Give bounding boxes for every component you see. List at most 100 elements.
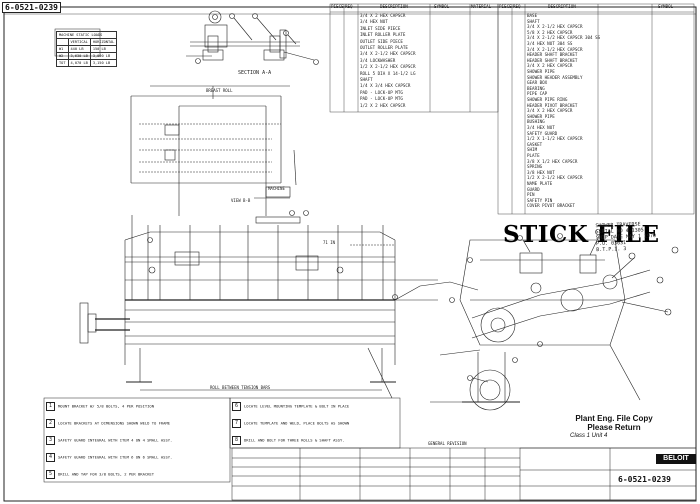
parts-row: SHOWER PIPE [527,113,555,119]
parts-row: SHIM [527,147,538,153]
parts-row: BUSHING [527,119,545,125]
loads-table-title: MACHINE STATIC LOADS [55,31,118,39]
loads-cell: 150 LB [89,45,118,53]
stick-file-stamp: STICK FILE [503,221,660,248]
parts-row: 3/4 X 2-1/2 HEX CAPSCR [527,24,583,30]
front-elevation [79,210,479,399]
parts-row: OUTLET ROLLER PLATE [360,45,408,50]
parts-row: HEADER SHAFT BRACKET [527,52,578,58]
dimension-label: MACHINE [268,186,285,191]
section-label: SECTION A-A [238,70,272,76]
parts-row: INLET ROLLER PLATE [360,32,406,38]
parts-header: MATERIAL [471,4,492,9]
parts-row: 1/2 X 2 HEX CAPSCR [360,102,406,108]
stamp-line: B.T.P.I. 3 [596,246,627,254]
parts-list-grid [329,3,695,215]
note-text: LOCATE TEMPLATE AND WELD, PLACE BOLTS AS… [244,420,350,426]
parts-row: COVER PIVOT BRACKET [527,203,575,209]
parts-row: 3/4 X 2-1/2 HEX CAPSCR 304 SS [527,35,601,41]
loads-cell: W2 [56,52,69,60]
parts-row: 3/4 X 2 HEX CAPSCR [360,13,406,18]
parts-row: GASKET [527,141,543,147]
parts-row: HEADER SHAFT BRACKET [527,57,578,63]
note-number: 7 [232,419,241,428]
note-number: 2 [46,419,55,428]
parts-row: OUTLET SIDE PIECE [360,38,403,44]
dimension-label: 71 IN [323,240,336,245]
loads-header [56,38,69,46]
parts-row: NAME PLATE [527,181,553,186]
drawing-number: 6-0521-0239 [2,2,61,13]
parts-row: SAFETY GUARD [527,130,558,136]
parts-row: 3/4 HEX NUT 304 SS [527,41,573,46]
dimension-label: ROLL BETWEEN TENSION BARS [210,385,271,390]
parts-row: 3/4 X 2 HEX CAPSCR [527,63,573,69]
parts-row: GUARD [527,186,540,192]
dimension-label: VIEW B-B [231,198,251,203]
loads-cell: TOT [56,59,69,67]
plant-stamp-line2: Please Return [587,423,641,432]
note-text: LOCATE BRACKETS AT DIMENSIONS SHOWN WELD… [58,420,171,426]
title-block [231,447,697,501]
parts-row: 3/4 HEX NUT [527,125,555,130]
parts-row: 3/4 HEX NUT [360,19,388,25]
parts-list-left: PIECE REQ DESCRIPTION SYMBOL MATERIAL 3/… [330,4,498,112]
note-text: LOCATE LEVEL MOUNTING TEMPLATE & BOLT IN… [244,403,350,409]
plan-view [130,85,301,224]
parts-row: SPRING [527,164,543,170]
parts-row: 3/8 HEX NUT [527,169,555,175]
loads-cell: 3,150 LB [89,59,118,67]
note-number: 6 [232,402,241,411]
parts-header: DESCRIPTION [380,4,408,9]
parts-row: ROLL 5 DIA X 14-1/2 LG [360,70,416,76]
parts-row: 1/2 X 1-1/2 HEX CAPSCR [527,136,583,142]
parts-row: 1/2 X 2-1/2 HEX CAPSCR [527,175,583,181]
parts-row: SHOWER PIPE RING [527,97,568,102]
parts-row: GEAR BOX [527,80,548,86]
parts-row: PLATE [527,153,540,158]
parts-row: PIPE CAP [527,91,548,97]
shipping-stamp: SHOWER TRAVERSE SERIAL NO 4-1305 SHIP DA… [595,221,660,263]
note-number: 3 [46,436,55,445]
loads-header: HORIZONTAL [89,38,118,46]
parts-row: 3/4 X 2 HEX CAPSCR [527,108,573,114]
parts-row: 3/4 X 2-1/2 HEX CAPSCR [527,46,583,52]
parts-row: PAD - LOCK-UP MTG [360,89,403,95]
parts-row: INLET SIDE PIECE [360,25,401,31]
plant-stamp-class: Class 1 Unit 4 [570,433,608,439]
parts-row: HEADER PIVOT BRACKET [527,102,578,108]
note-number: 8 [232,436,241,445]
parts-row: SAFETY PIN [527,197,553,203]
parts-row: 3/8 X 1/2 HEX CAPSCR [527,158,578,164]
note-text: MOUNT BRACKET W/ 5/8 BOLTS, 4 PER POSITI… [58,403,155,409]
parts-row: 1/4 X 3/4 HEX CAPSCR [360,83,411,89]
parts-row: SHOWER HEADER ASSEMBLY [527,74,583,80]
note-text: DRILL AND BOLT FOR THREE ROLLS & SHAFT A… [244,437,345,443]
parts-row: 5/8 X 2 HEX CAPSCR [527,29,573,35]
parts-row: PAD - LOCK-UP MTG [360,96,403,102]
note-number: 4 [46,453,55,462]
parts-header: REQ [513,4,521,9]
parts-header: REQ [345,4,353,9]
brand-logo: BELOIT [656,454,696,464]
note-number: 5 [46,470,55,479]
parts-row: SHAFT [360,77,373,82]
parts-header: DESCRIPTION [548,4,576,9]
parts-row: 1/2 X 2-1/2 HEX CAPSCR [360,64,416,70]
note-number: 1 [46,402,55,411]
parts-row: PIN [527,192,535,198]
plant-eng-stamp: Plant Eng. File Copy Please Return Class… [566,414,662,441]
loads-cell: 4,070 LB [67,59,91,67]
plant-stamp-line1: Plant Eng. File Copy [575,414,653,423]
